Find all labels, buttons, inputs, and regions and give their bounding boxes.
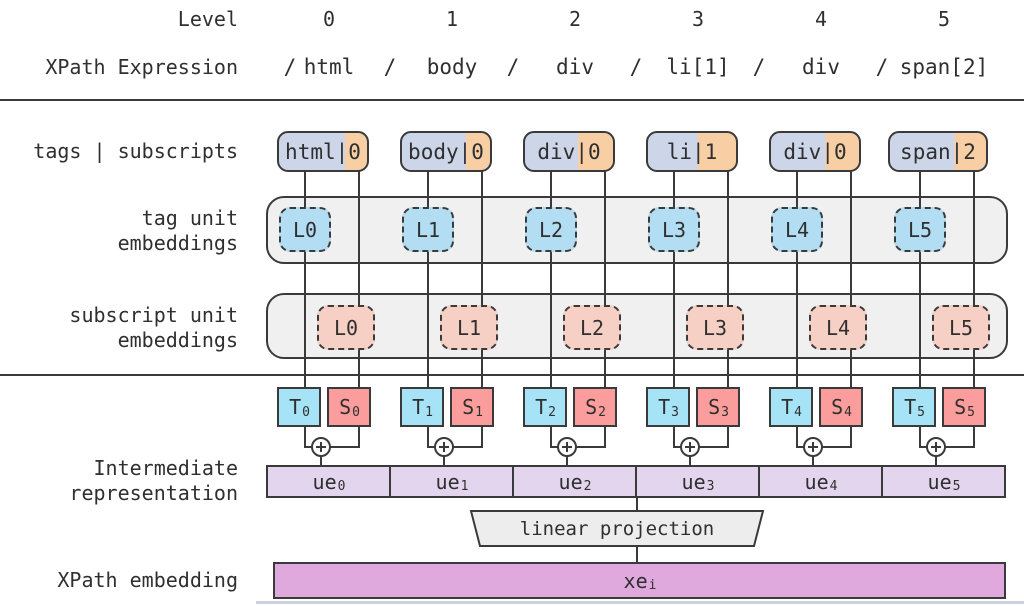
xpath-embedding-label: XPath embedding: [57, 568, 238, 592]
separator-line-top: [0, 99, 1024, 101]
xe-label: xe: [623, 568, 648, 593]
column-connectors: [919, 171, 975, 465]
xe-subscript: i: [648, 578, 657, 593]
linear-projection-trapezoid: linear projection: [519, 517, 715, 540]
subscript-unit-embeddings-container: [266, 293, 1008, 359]
xpath-expression-row-label: XPath Expression: [45, 55, 238, 79]
column-connectors: [427, 171, 483, 465]
tag-unit-embeddings-container: [266, 196, 1008, 264]
separator-line-middle: [0, 374, 1024, 376]
linear-projection-shape: [469, 510, 765, 547]
column-connectors: [673, 171, 729, 465]
separator-line-bottom: [256, 601, 1024, 604]
column-connectors: [304, 171, 360, 465]
column-connectors: [796, 171, 852, 465]
tags-subscripts-row-label: tags | subscripts: [33, 139, 238, 163]
level-row-label: Level: [177, 7, 238, 31]
column-connectors: [550, 171, 606, 465]
